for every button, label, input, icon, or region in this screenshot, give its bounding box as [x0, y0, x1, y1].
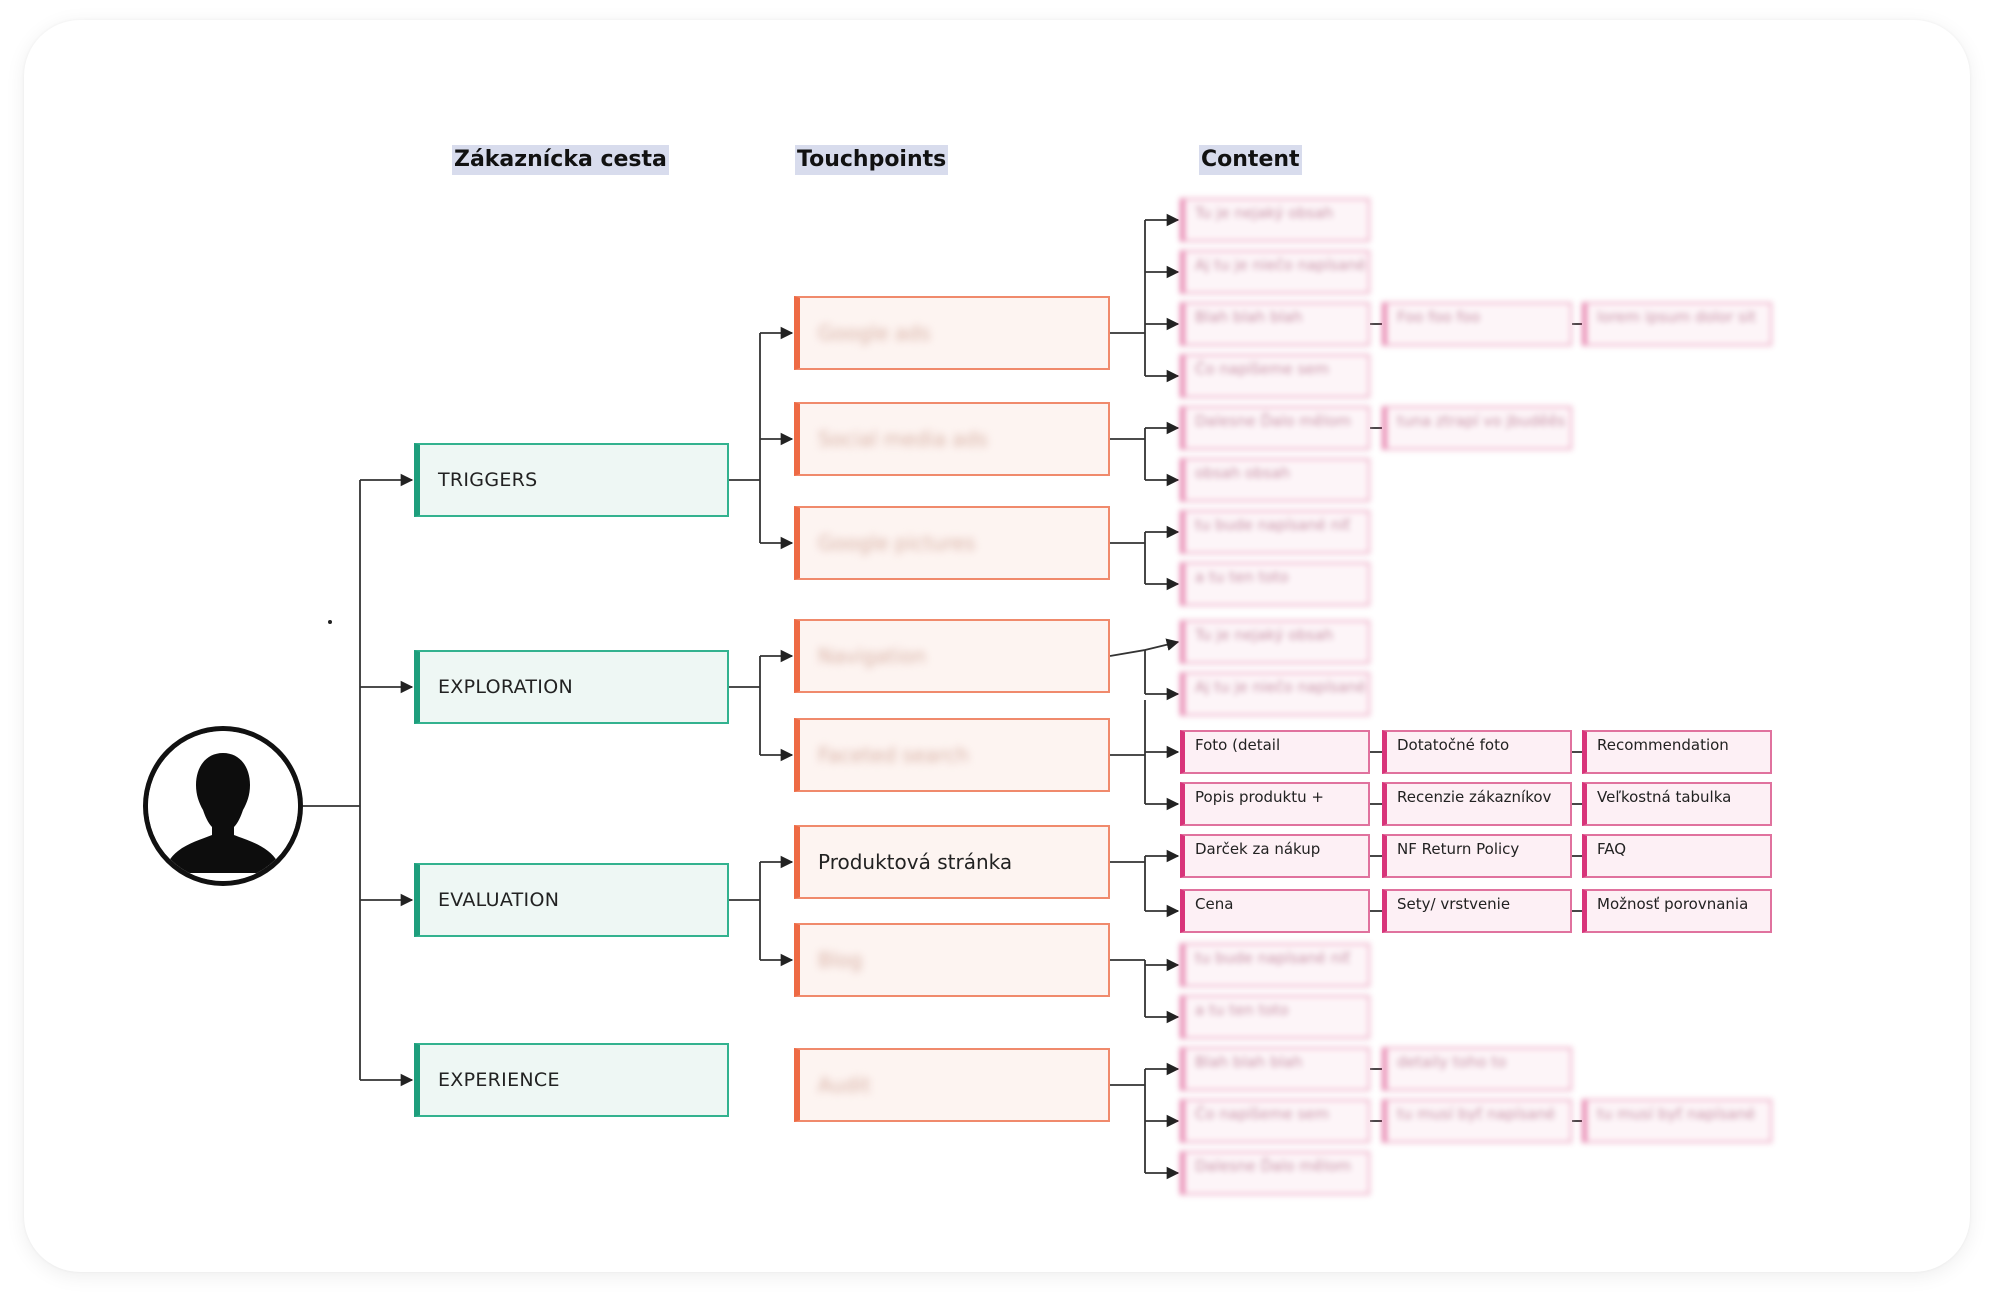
content-card[interactable]: Čo napíšeme sem: [1180, 1099, 1370, 1143]
content-card[interactable]: tu bude napísané niť: [1180, 943, 1370, 987]
touchpoint-product-page[interactable]: Produktová stránka: [794, 825, 1110, 899]
header-content: Content: [1199, 145, 1302, 175]
touchpoint-card[interactable]: Social media ads: [794, 402, 1110, 476]
content-gift[interactable]: Darček za nákup: [1180, 834, 1370, 878]
touchpoint-card[interactable]: Google ads: [794, 296, 1110, 370]
stage-label: EVALUATION: [438, 889, 560, 911]
content-return-policy[interactable]: NF Return Policy: [1382, 834, 1572, 878]
content-card[interactable]: tuna ztrapí vo jbuděěs n: [1382, 406, 1572, 450]
content-label: Sety/ vrstvenie: [1397, 895, 1511, 913]
touchpoint-label: Navigation: [818, 644, 926, 668]
touchpoint-label: Produktová stránka: [818, 850, 1013, 874]
content-label: Dalesne Ďalo mělom: [1195, 1157, 1352, 1175]
content-label: Možnosť porovnania: [1597, 895, 1749, 913]
content-label: Tu je nejaký obsah: [1195, 626, 1334, 644]
touchpoint-label: Google pictures: [818, 531, 976, 555]
touchpoint-label: Faceted search: [818, 743, 969, 767]
content-sets-layering[interactable]: Sety/ vrstvenie: [1382, 889, 1572, 933]
content-label: Recommendation: [1597, 736, 1729, 754]
content-recommendation[interactable]: Recommendation: [1582, 730, 1772, 774]
stage-experience[interactable]: EXPERIENCE: [414, 1043, 729, 1117]
content-card[interactable]: detaily toho to: [1382, 1047, 1572, 1091]
content-card[interactable]: lorem ipsum dolor sit: [1582, 302, 1772, 346]
content-label: Aj tu je niečo napísané: [1195, 678, 1366, 696]
stage-label: TRIGGERS: [438, 469, 538, 491]
content-label: Čo napíšeme sem: [1195, 360, 1330, 378]
content-label: Darček za nákup: [1195, 840, 1321, 858]
content-card[interactable]: Dalesne Ďalo mělom: [1180, 1151, 1370, 1195]
header-touchpoints: Touchpoints: [795, 145, 949, 175]
content-card[interactable]: Aj tu je niečo napísané: [1180, 250, 1370, 294]
content-label: tu musí byť napísané: [1597, 1105, 1756, 1123]
touchpoint-label: Social media ads: [818, 427, 988, 451]
connector: [1144, 638, 1180, 651]
touchpoint-label: Blog: [818, 948, 863, 972]
content-label: Dotatočné foto: [1397, 736, 1510, 754]
touchpoint-card[interactable]: Audit: [794, 1048, 1110, 1122]
content-label: Dalesne Ďalo mělom: [1195, 412, 1352, 430]
touchpoint-card[interactable]: Faceted search: [794, 718, 1110, 792]
content-card[interactable]: tu musí byť napísané: [1582, 1099, 1772, 1143]
stage-label: EXPERIENCE: [438, 1069, 560, 1091]
content-card[interactable]: tu musí byť napísané: [1382, 1099, 1572, 1143]
content-label: tu bude napísané niť: [1195, 949, 1351, 967]
content-card[interactable]: Blah blah blah: [1180, 302, 1370, 346]
content-label: NF Return Policy: [1397, 840, 1520, 858]
content-label: a tu ten toto: [1195, 568, 1289, 586]
content-card[interactable]: a tu ten toto: [1180, 562, 1370, 606]
content-label: Cena: [1195, 895, 1234, 913]
content-card[interactable]: Tu je nejaký obsah: [1180, 620, 1370, 664]
content-comparison[interactable]: Možnosť porovnania: [1582, 889, 1772, 933]
stage-triggers[interactable]: TRIGGERS: [414, 443, 729, 517]
content-label: tu bude napísané niť: [1195, 516, 1351, 534]
content-label: Popis produktu +: [1195, 788, 1324, 806]
content-label: FAQ: [1597, 840, 1627, 858]
content-label: tuna ztrapí vo jbuděěs n: [1397, 412, 1572, 430]
content-size-chart[interactable]: Veľkostná tabulka: [1582, 782, 1772, 826]
content-card[interactable]: Čo napíšeme sem: [1180, 354, 1370, 398]
content-label: tu musí byť napísané: [1397, 1105, 1556, 1123]
person-silhouette-icon: [143, 726, 303, 886]
content-card[interactable]: Blah blah blah: [1180, 1047, 1370, 1091]
content-label: Foo foo foo: [1397, 308, 1481, 326]
stage-evaluation[interactable]: EVALUATION: [414, 863, 729, 937]
touchpoint-label: Audit: [818, 1073, 871, 1097]
content-label: a tu ten toto: [1195, 1001, 1289, 1019]
touchpoint-card[interactable]: Navigation: [794, 619, 1110, 693]
content-card[interactable]: Dalesne Ďalo mělom: [1180, 406, 1370, 450]
touchpoint-label: Google ads: [818, 321, 931, 345]
stage-exploration[interactable]: EXPLORATION: [414, 650, 729, 724]
content-label: Aj tu je niečo napísané: [1195, 256, 1366, 274]
content-label: Blah blah blah: [1195, 1053, 1303, 1071]
content-product-description[interactable]: Popis produktu +: [1180, 782, 1370, 826]
content-label: Tu je nejaký obsah: [1195, 204, 1334, 222]
content-label: Foto (detail: [1195, 736, 1281, 754]
content-price[interactable]: Cena: [1180, 889, 1370, 933]
header-customer-journey: Zákaznícka cesta: [452, 145, 669, 175]
touchpoint-card[interactable]: Google pictures: [794, 506, 1110, 580]
connector: [1109, 649, 1146, 657]
content-card[interactable]: Foo foo foo: [1382, 302, 1572, 346]
content-additional-photo[interactable]: Dotatočné foto: [1382, 730, 1572, 774]
content-label: Recenzie zákazníkov: [1397, 788, 1552, 806]
content-card[interactable]: Aj tu je niečo napísané: [1180, 672, 1370, 716]
content-customer-reviews[interactable]: Recenzie zákazníkov: [1382, 782, 1572, 826]
touchpoint-card[interactable]: Blog: [794, 923, 1110, 997]
content-label: Blah blah blah: [1195, 308, 1303, 326]
content-label: Čo napíšeme sem: [1195, 1105, 1330, 1123]
content-card[interactable]: Tu je nejaký obsah: [1180, 198, 1370, 242]
content-card[interactable]: tu bude napísané niť: [1180, 510, 1370, 554]
stage-label: EXPLORATION: [438, 676, 573, 698]
stray-dot: [328, 620, 332, 624]
content-label: obsah obsah: [1195, 464, 1291, 482]
content-label: detaily toho to: [1397, 1053, 1507, 1071]
content-label: lorem ipsum dolor sit: [1597, 308, 1757, 326]
content-faq[interactable]: FAQ: [1582, 834, 1772, 878]
content-card[interactable]: a tu ten toto: [1180, 995, 1370, 1039]
content-photo-detail[interactable]: Foto (detail: [1180, 730, 1370, 774]
content-label: Veľkostná tabulka: [1597, 788, 1732, 806]
content-card[interactable]: obsah obsah: [1180, 458, 1370, 502]
